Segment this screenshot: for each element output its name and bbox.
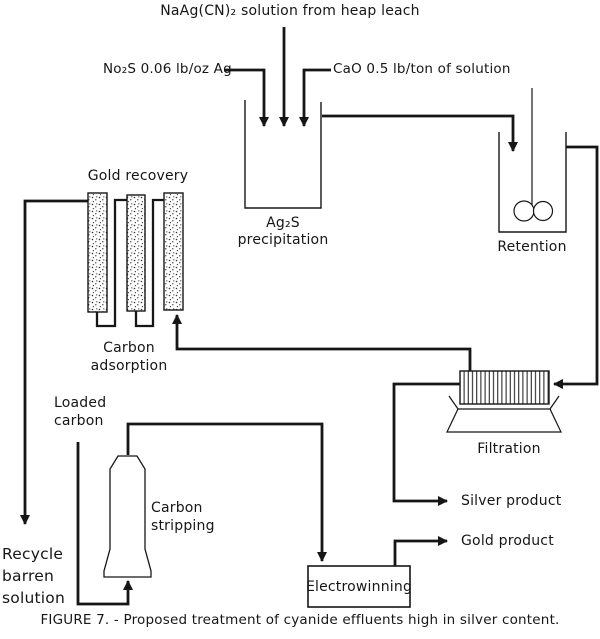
adsorption-column-3 bbox=[163, 192, 184, 311]
column1-to-column2-pipe bbox=[95, 198, 127, 328]
electrowinning-label: Electrowinning bbox=[305, 578, 413, 595]
recycle-barren-line bbox=[20, 199, 90, 525]
agitator-impeller-left bbox=[513, 200, 535, 222]
retention-vessel bbox=[498, 132, 567, 233]
precipitation-label-line1: Ag₂S bbox=[266, 215, 300, 231]
filter-pan-left-tick bbox=[448, 395, 459, 410]
precipitation-label: Ag₂S precipitation bbox=[238, 215, 329, 249]
stripping-to-electrowinning-line bbox=[126, 422, 327, 562]
silver-product-label: Silver product bbox=[461, 493, 562, 509]
adsorption-column-2 bbox=[126, 194, 146, 312]
carbon-adsorption-label: Carbon adsorption bbox=[91, 339, 168, 375]
loaded-carbon-label: Loaded carbon bbox=[54, 394, 106, 430]
filtrate-to-adsorption-line bbox=[172, 314, 472, 371]
retention-to-filtration-line bbox=[553, 145, 599, 389]
loaded-carbon-label-line2: carbon bbox=[54, 413, 104, 429]
carbon-adsorption-label-line1: Carbon bbox=[103, 340, 155, 356]
carbon-stripping-label-line1: Carbon bbox=[151, 500, 203, 516]
filter-pan-right-tick bbox=[549, 395, 560, 410]
gold-product-label: Gold product bbox=[461, 533, 554, 549]
carbon-stripping-column bbox=[103, 455, 152, 578]
carbon-stripping-label: Carbon stripping bbox=[151, 499, 215, 535]
filter-drum bbox=[459, 370, 550, 405]
recycle-barren-solution-label: Recycle barren solution bbox=[2, 543, 65, 609]
gold-recovery-label: Gold recovery bbox=[87, 168, 189, 184]
recycle-label-line1: Recycle bbox=[2, 545, 64, 563]
lime-arrow-line bbox=[299, 68, 331, 127]
gold-product-line bbox=[393, 536, 448, 566]
filtration-label: Filtration bbox=[477, 441, 541, 457]
precipitation-vessel bbox=[244, 100, 322, 209]
figure-caption: FIGURE 7. - Proposed treatment of cyanid… bbox=[40, 612, 560, 628]
carbon-stripping-label-line2: stripping bbox=[151, 518, 215, 534]
precipitation-label-line2: precipitation bbox=[237, 232, 329, 248]
adsorption-column-1 bbox=[87, 192, 108, 313]
sodium-sulfide-arrow-line bbox=[224, 68, 269, 127]
column2-to-column3-pipe bbox=[134, 198, 164, 328]
loaded-carbon-line bbox=[76, 442, 133, 606]
precipitation-to-retention-line bbox=[322, 114, 518, 152]
silver-product-line bbox=[392, 382, 462, 506]
retention-label: Retention bbox=[497, 239, 567, 255]
recycle-label-line2: barren bbox=[2, 567, 55, 585]
lime-label: CaO 0.5 lb/ton of solution bbox=[333, 61, 511, 77]
filter-pan bbox=[446, 408, 562, 433]
carbon-adsorption-columns bbox=[87, 192, 184, 313]
loaded-carbon-label-line1: Loaded bbox=[54, 395, 107, 411]
carbon-adsorption-label-line2: adsorption bbox=[90, 358, 168, 374]
feed-stream-label: NaAg(CN)₂ solution from heap leach bbox=[160, 3, 420, 19]
agitator-impeller-right bbox=[532, 200, 554, 222]
electrowinning-box bbox=[307, 565, 411, 608]
recycle-label-line3: solution bbox=[2, 589, 65, 607]
sodium-sulfide-label: No₂S 0.06 lb/oz Ag bbox=[103, 61, 232, 77]
